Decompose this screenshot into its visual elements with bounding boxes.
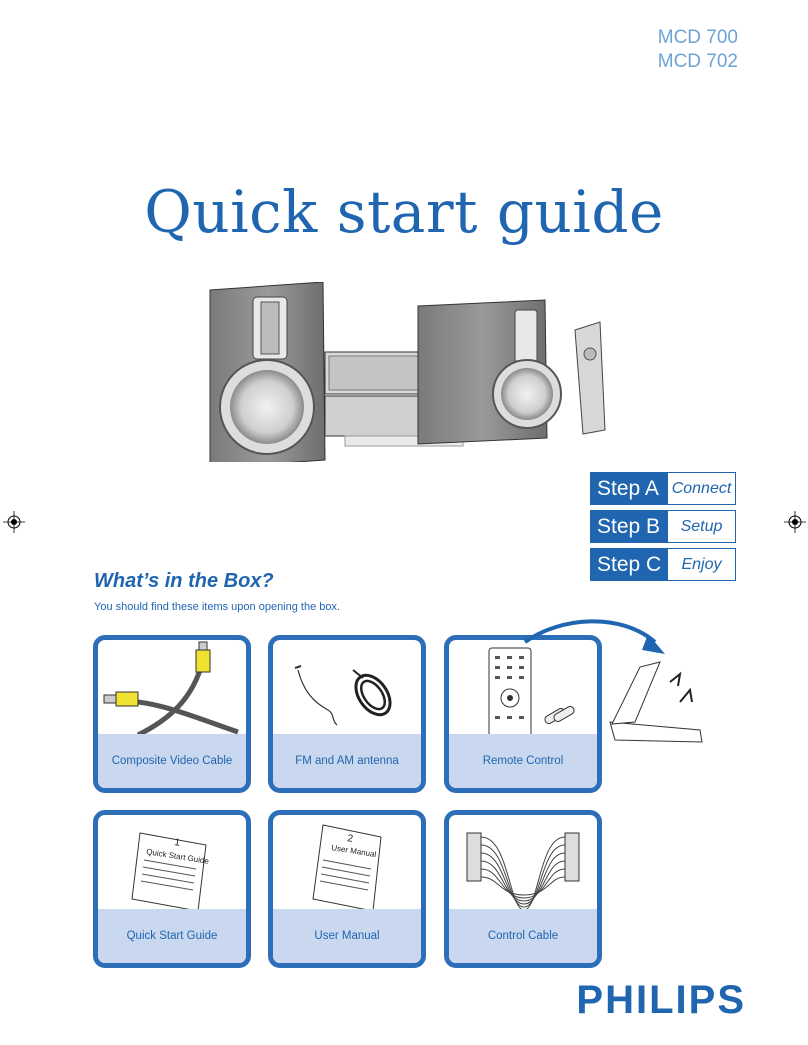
brand-logo: PHILIPS <box>576 978 746 1022</box>
ribbon-cable-icon <box>466 832 580 910</box>
step-value: Enjoy <box>681 556 722 573</box>
model-numbers: MCD 700 MCD 702 <box>658 26 738 74</box>
item-card-video-cable: Composite Video Cable <box>93 635 251 793</box>
box-contents-subtitle: You should find these items upon opening… <box>94 601 341 613</box>
item-label: Control Cable <box>449 909 597 963</box>
registration-mark-icon <box>784 511 806 533</box>
item-label: Remote Control <box>449 734 597 788</box>
micro-system-illustration <box>209 282 606 462</box>
booklet-number: 1 <box>174 837 182 849</box>
item-card-antenna: FM and AM antenna <box>268 635 426 793</box>
booklet-icon: 2 User Manual <box>312 824 382 910</box>
video-cable-icon <box>103 641 239 735</box>
box-contents-heading: What’s in the Box? <box>94 570 274 592</box>
step-value: Connect <box>671 480 732 497</box>
step-key: Step A <box>591 473 668 504</box>
item-card-remote: Remote Control <box>444 635 602 793</box>
booklet-icon: 1 Quick Start Guide <box>131 832 210 910</box>
model-number: MCD 700 <box>657 27 738 48</box>
step-key: Step B <box>591 511 668 542</box>
step-b: Step B Setup <box>590 510 736 543</box>
step-key: Step C <box>591 549 668 580</box>
item-card-user-manual: 2 User Manual User Manual <box>268 810 426 968</box>
item-card-quick-start-guide: 1 Quick Start Guide Quick Start Guide <box>93 810 251 968</box>
item-label: FM and AM antenna <box>273 734 421 788</box>
item-label: Quick Start Guide <box>98 909 246 963</box>
item-label: User Manual <box>273 909 421 963</box>
item-label: Composite Video Cable <box>98 734 246 788</box>
booklet-number: 2 <box>347 833 355 845</box>
antenna-icon <box>294 665 392 726</box>
battery-insertion-illustration <box>523 619 703 743</box>
step-a: Step A Connect <box>590 472 736 505</box>
steps-panel: Step A Connect Step B Setup Step C Enjoy <box>590 472 736 586</box>
page-title: Quick start guide <box>144 178 664 246</box>
item-card-control-cable: Control Cable <box>444 810 602 968</box>
remote-control-icon <box>488 647 575 735</box>
registration-mark-icon <box>3 511 25 533</box>
model-number: MCD 702 <box>657 51 738 72</box>
step-value: Setup <box>680 518 723 535</box>
step-c: Step C Enjoy <box>590 548 736 581</box>
